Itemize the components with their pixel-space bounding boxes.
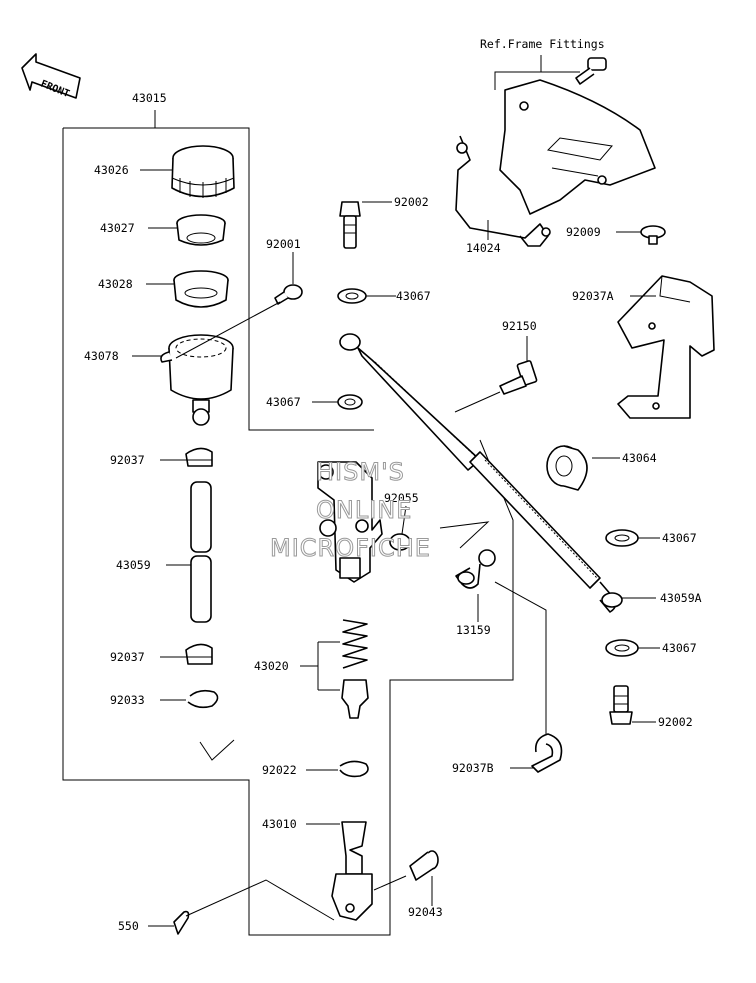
label-92037B: 92037B [452, 761, 494, 775]
diaphragm [173, 270, 229, 308]
washer-43067-b [337, 394, 363, 410]
label-43027: 43027 [100, 221, 135, 235]
label-43028: 43028 [98, 277, 133, 291]
label-43078: 43078 [84, 349, 119, 363]
bracket-92037A [617, 275, 715, 419]
bolt-92150 [499, 360, 538, 395]
clamp-92037B [531, 733, 563, 773]
watermark-line-2: ONLINE [316, 496, 412, 524]
master-cylinder-body [317, 461, 383, 583]
watermark-line-3: MICROFICHE [270, 534, 431, 562]
label-92022: 92022 [262, 763, 297, 777]
label-43067-a: 43067 [396, 289, 431, 303]
frame-fitting-bolt [575, 57, 607, 85]
reservoir-cap [171, 145, 235, 198]
banjo-bolt-lower [609, 685, 633, 725]
clevis-pin-92043 [409, 850, 439, 881]
circlip-92033 [187, 689, 219, 709]
bolt-92001 [274, 284, 303, 305]
guard-14024 [455, 79, 656, 247]
label-13159: 13159 [456, 623, 491, 637]
label-92002-upper: 92002 [394, 195, 429, 209]
watermark: HISM'S ONLINE MICROFICHE [270, 458, 431, 563]
label-43067-d: 43067 [662, 641, 697, 655]
banjo-bolt-upper [339, 201, 361, 249]
circlip-92022 [339, 760, 369, 778]
washer-43067-c [605, 529, 639, 547]
watermark-line-1: HISM'S [316, 458, 405, 486]
label-92037-lower: 92037 [110, 650, 145, 664]
screw-92009 [640, 225, 666, 245]
label-92009: 92009 [566, 225, 601, 239]
grommet-43064 [546, 445, 588, 491]
hose-fitting-13159 [455, 549, 496, 589]
kit-43015-frame [62, 110, 514, 936]
ref-frame-note: Ref.Frame Fittings [480, 37, 605, 51]
front-arrow: FRONT [21, 53, 81, 100]
reservoir-hose [190, 481, 212, 623]
o-ring-92055 [389, 533, 411, 551]
label-92043: 92043 [408, 905, 443, 919]
label-43010: 43010 [262, 817, 297, 831]
label-43026: 43026 [94, 163, 129, 177]
label-92002-lower: 92002 [658, 715, 693, 729]
label-92033: 92033 [110, 693, 145, 707]
label-43015: 43015 [132, 91, 167, 105]
label-43064: 43064 [622, 451, 657, 465]
push-rod [331, 821, 373, 921]
cap-plate [176, 214, 226, 246]
label-43059: 43059 [116, 558, 151, 572]
brake-hose [339, 333, 623, 613]
label-14024: 14024 [466, 241, 501, 255]
hose-clamp-lower [185, 643, 213, 665]
label-43067-b: 43067 [266, 395, 301, 409]
cotter-pin-550 [173, 910, 190, 935]
washer-43067-a [337, 288, 367, 304]
label-92001: 92001 [266, 237, 301, 251]
reservoir-tank [160, 334, 234, 426]
label-92037-upper: 92037 [110, 453, 145, 467]
label-43059A: 43059A [660, 591, 702, 605]
label-92150: 92150 [502, 319, 537, 333]
washer-43067-d [605, 639, 639, 657]
label-43067-c: 43067 [662, 531, 697, 545]
label-43020: 43020 [254, 659, 289, 673]
hose-clamp-upper [185, 447, 213, 467]
label-92055: 92055 [384, 491, 419, 505]
label-92037A: 92037A [572, 289, 614, 303]
label-550: 550 [118, 919, 139, 933]
piston-spring [341, 619, 369, 719]
